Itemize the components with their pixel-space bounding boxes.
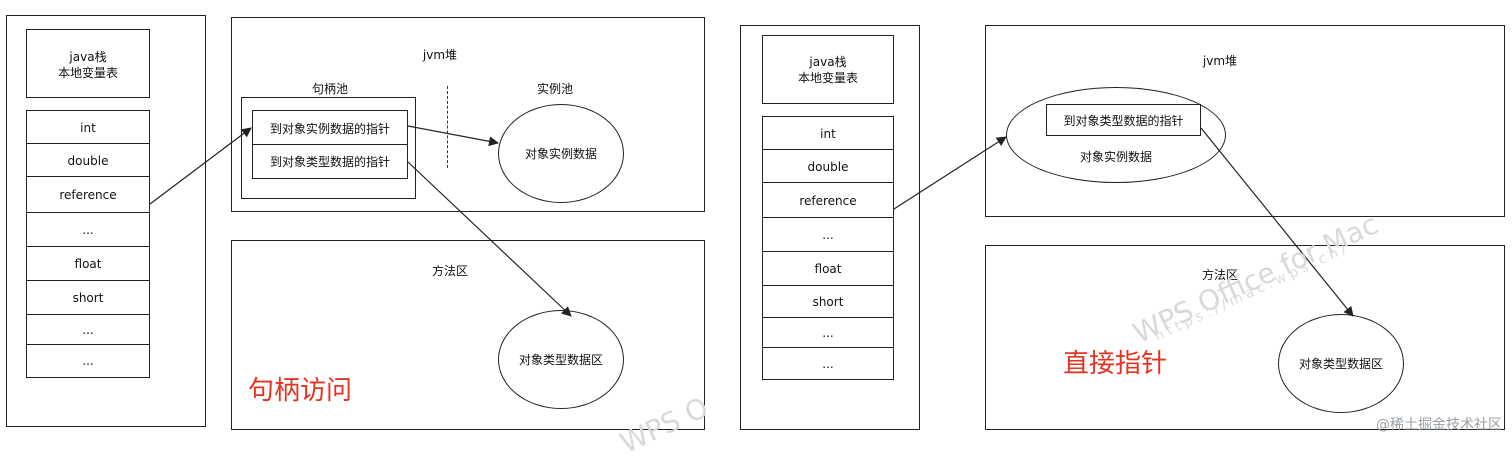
right-stack-cell: ... <box>762 347 894 380</box>
left-stack-title-line2: 本地变量表 <box>57 66 118 80</box>
right-stack-cell-reference: reference <box>762 182 894 219</box>
left-stack-cell: ... <box>26 212 150 248</box>
left-handle-item-type-pointer: 到对象类型数据的指针 <box>252 144 408 179</box>
left-stack-title-line1: java栈 <box>69 50 107 64</box>
left-pool-divider <box>447 86 448 168</box>
right-caption: 直接指针 <box>1063 349 1168 379</box>
left-stack-title-box <box>26 29 150 98</box>
left-stack-cell: double <box>26 143 150 178</box>
left-stack-cell: ... <box>26 314 150 346</box>
right-stack-cell: short <box>762 285 894 319</box>
left-stack-frame <box>6 15 206 427</box>
left-stack-cell: int <box>26 110 150 145</box>
left-method-area-title: 方法区 <box>431 264 468 278</box>
left-stack-cell: ... <box>26 344 150 378</box>
left-caption: 句柄访问 <box>248 376 353 406</box>
right-heap-title: jvm堆 <box>1202 54 1238 68</box>
footer-credit: @稀土掘金技术社区 <box>1376 417 1502 433</box>
right-stack-cell: ... <box>762 317 894 349</box>
right-stack-title-box <box>762 35 894 104</box>
left-heap-title: jvm堆 <box>422 48 458 62</box>
right-stack-cell: ... <box>762 217 894 253</box>
right-stack-cell: int <box>762 116 894 151</box>
left-instance-data-ellipse: 对象实例数据 <box>498 104 624 203</box>
right-type-data-ellipse: 对象类型数据区 <box>1278 314 1404 413</box>
right-instance-data-label: 对象实例数据 <box>1079 150 1152 164</box>
left-stack-cell: float <box>26 246 150 282</box>
right-stack-cell: double <box>762 149 894 184</box>
right-stack-title-line1: java栈 <box>809 55 847 69</box>
right-stack-cell: float <box>762 251 894 287</box>
left-type-data-ellipse: 对象类型数据区 <box>498 310 624 409</box>
left-stack-cell-reference: reference <box>26 176 150 214</box>
left-handle-pool-label: 句柄池 <box>311 82 348 96</box>
left-stack-cell: short <box>26 280 150 316</box>
right-stack-frame <box>740 25 920 430</box>
left-instance-pool-label: 实例池 <box>536 82 573 96</box>
right-type-pointer-box: 到对象类型数据的指针 <box>1046 104 1201 136</box>
left-handle-item-instance-pointer: 到对象实例数据的指针 <box>252 110 408 146</box>
right-stack-title-line2: 本地变量表 <box>797 71 858 85</box>
